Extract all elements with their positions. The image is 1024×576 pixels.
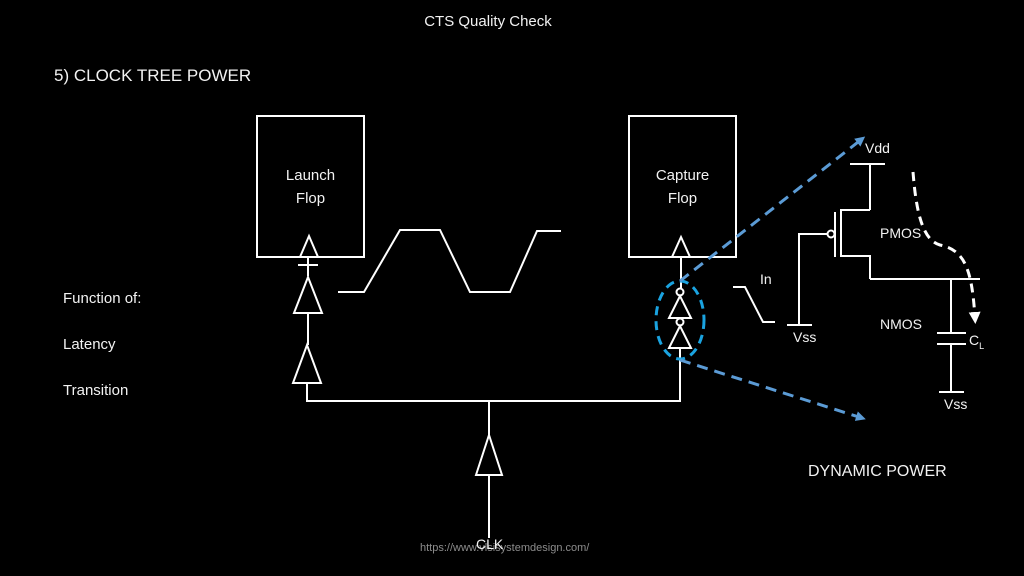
inverter-1-icon xyxy=(667,293,693,319)
factors-heading: Function of: xyxy=(63,290,142,307)
cap-label-main: C xyxy=(969,332,980,348)
launch-clock-pin-icon xyxy=(298,233,320,258)
capture-flop-label-line1: Capture xyxy=(655,167,710,184)
launch-flop-label-line1: Launch xyxy=(285,167,336,184)
cap-label: CL xyxy=(969,332,984,351)
gate-vss-label: Vss xyxy=(793,329,817,345)
launch-buffer-2-icon xyxy=(291,342,323,384)
nmos-label: NMOS xyxy=(880,316,922,332)
launch-flop-label-line2: Flop xyxy=(295,190,326,207)
capture-clock-pin-icon xyxy=(670,234,692,258)
clock-waveform xyxy=(338,229,561,293)
section-title: 5) CLOCK TREE POWER xyxy=(54,66,252,85)
input-waveform xyxy=(733,286,775,323)
zoom-arrow-up xyxy=(679,136,866,283)
cap-label-subscript: L xyxy=(979,340,985,351)
pmos-gate-bubble-icon xyxy=(826,229,836,239)
launch-flop-label: Launch Flop xyxy=(257,164,364,210)
pmos-channel xyxy=(840,209,871,279)
dynamic-power-caption: DYNAMIC POWER xyxy=(808,463,947,480)
capture-flop-label: Capture Flop xyxy=(629,164,736,210)
factor-transition: Transition xyxy=(63,382,129,399)
slide-title: CTS Quality Check xyxy=(424,13,552,30)
cap-vss-label: Vss xyxy=(944,396,968,412)
input-label: In xyxy=(760,271,772,287)
launch-buffer-1-icon xyxy=(292,274,324,314)
zoom-arrow-down xyxy=(679,358,866,421)
factor-latency: Latency xyxy=(63,336,116,353)
charging-current-arrow xyxy=(911,171,981,324)
inverter-2-icon xyxy=(667,323,693,349)
clk-label: CLK xyxy=(476,536,504,552)
pmos-label: PMOS xyxy=(880,225,922,241)
root-buffer-icon xyxy=(474,431,504,476)
capture-flop-label-line2: Flop xyxy=(667,190,698,207)
watermark-url: https://www.vlsisystemdesign.com/ xyxy=(420,542,590,554)
vdd-label: Vdd xyxy=(865,140,890,156)
clock-trunk-wire xyxy=(306,362,681,402)
gate-wire xyxy=(798,233,827,325)
